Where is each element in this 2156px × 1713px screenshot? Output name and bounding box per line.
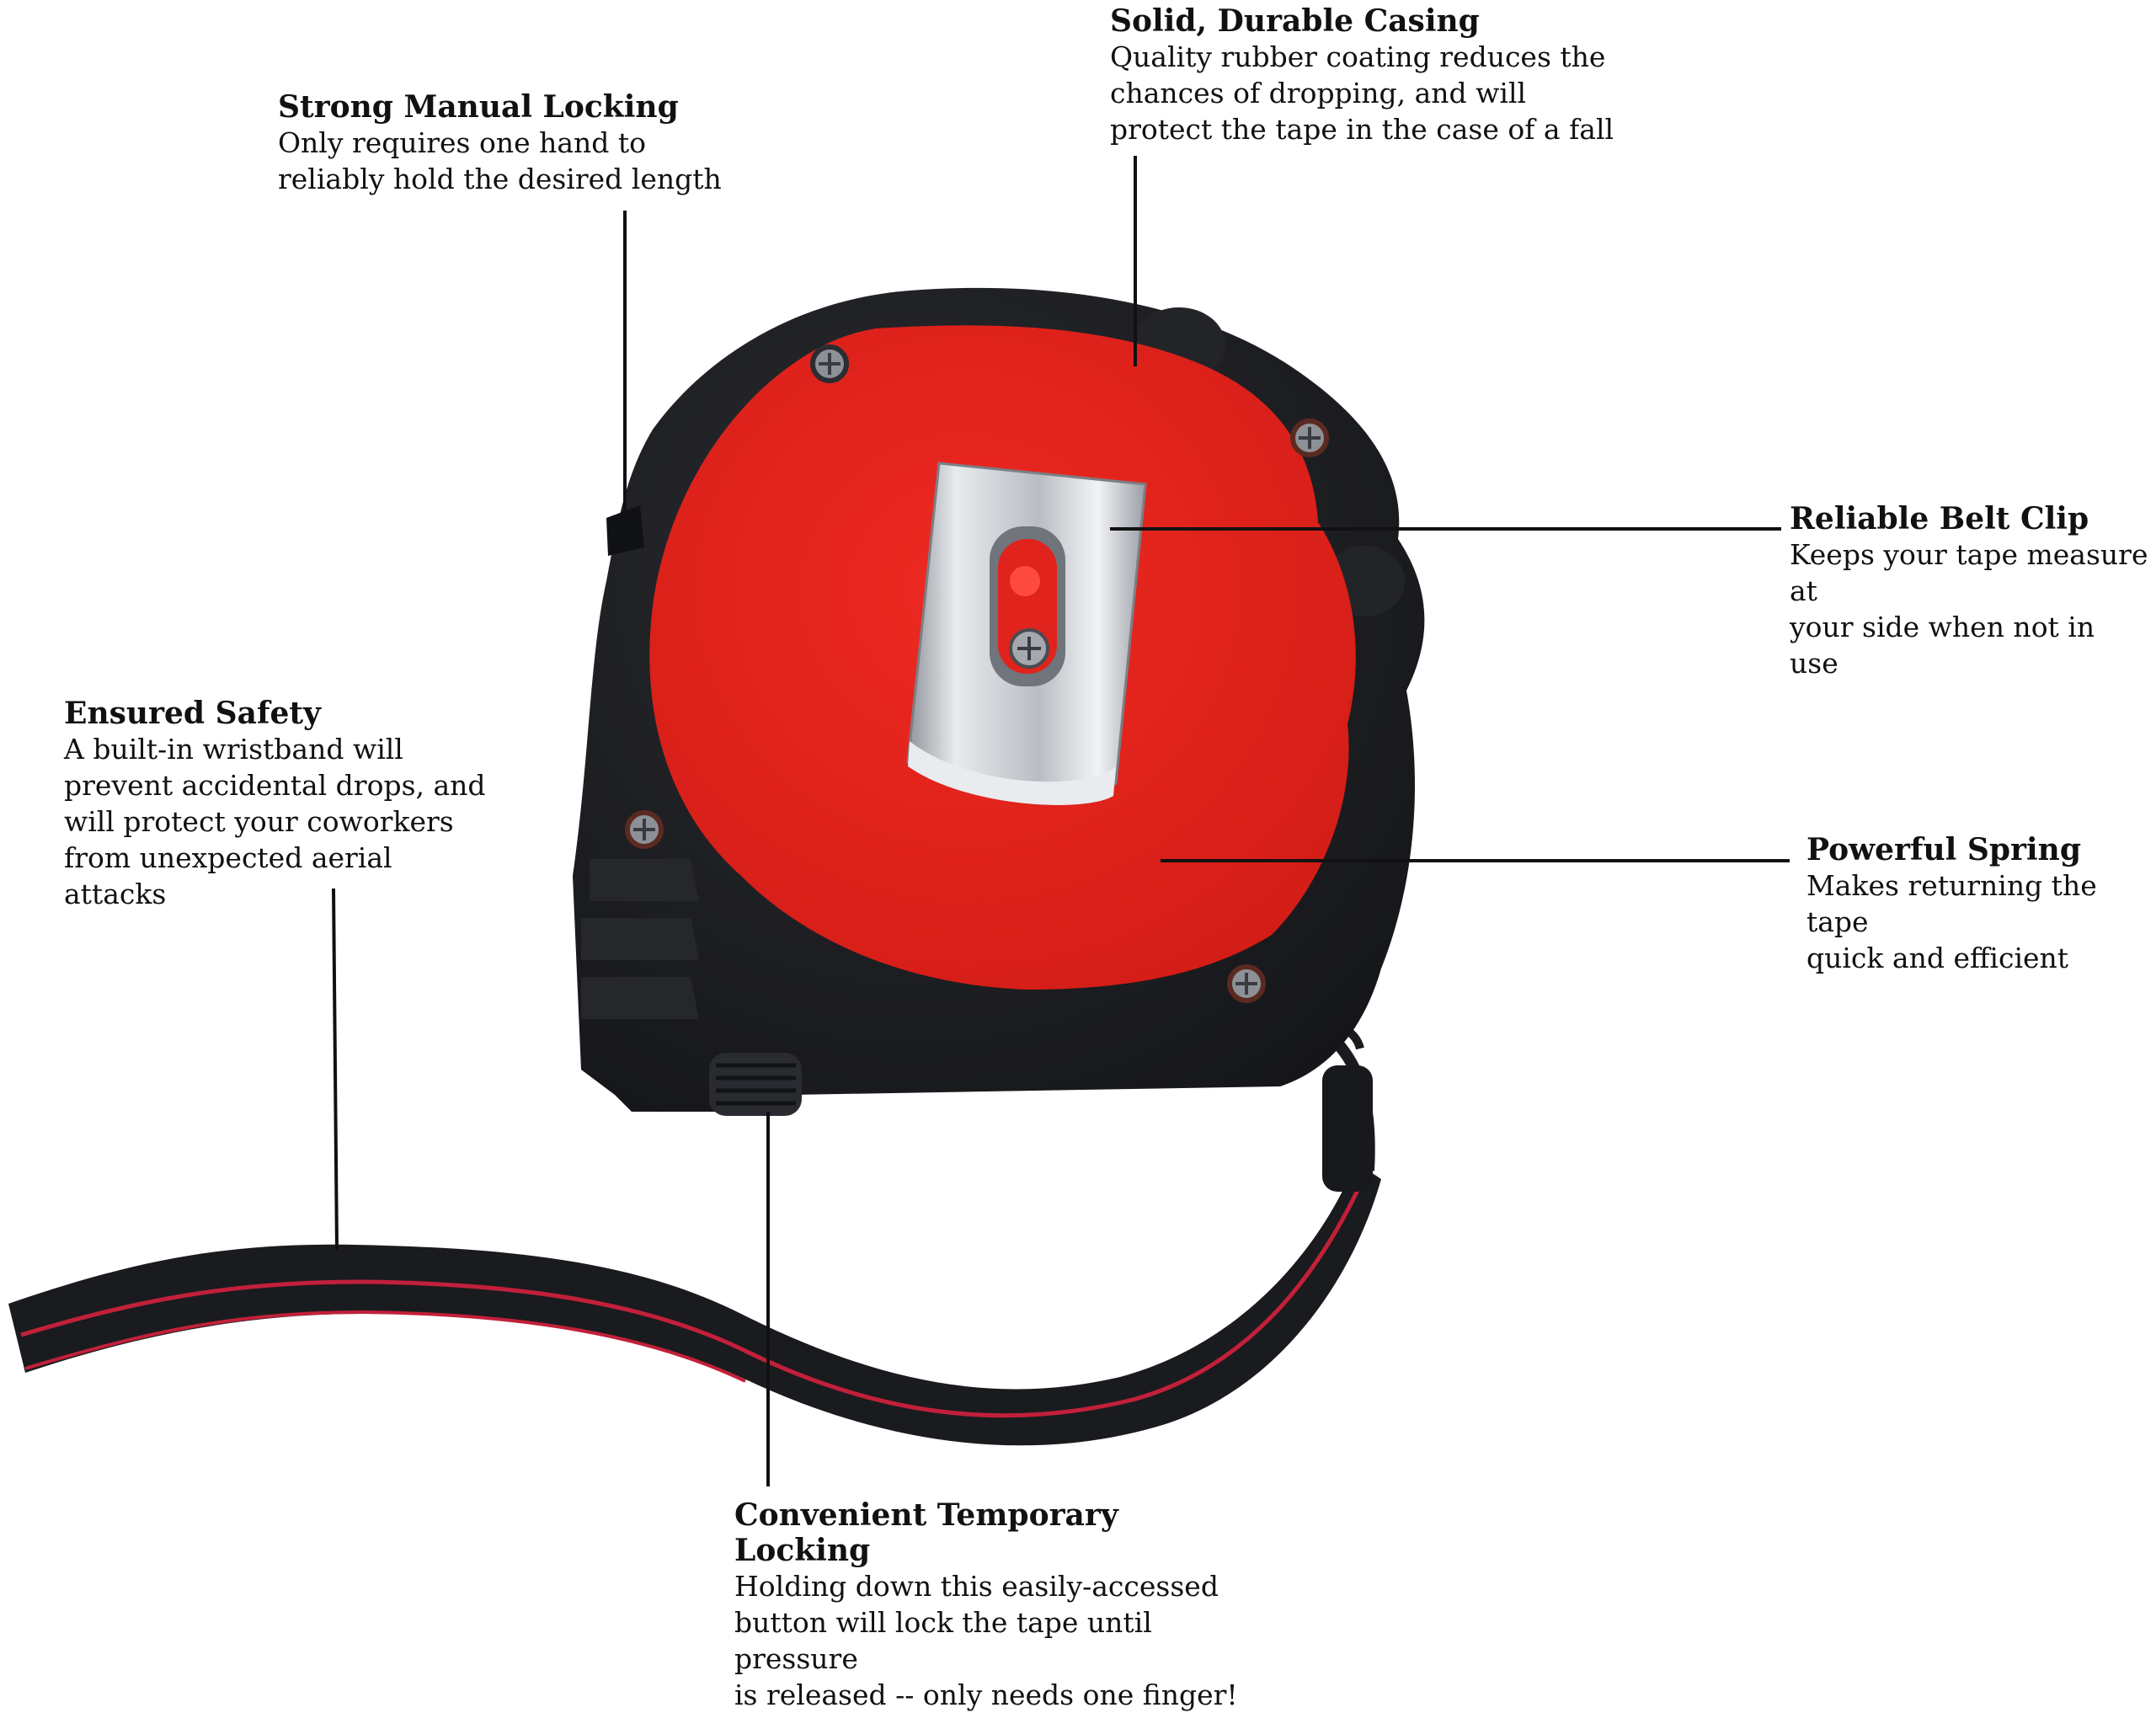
callout-text: is released -- only needs one finger!	[734, 1678, 1238, 1711]
callout-belt-clip: Reliable Belt Clip Keeps your tape measu…	[1790, 501, 2152, 681]
callout-text: Keeps your tape measure at	[1790, 538, 2148, 607]
callout-text: your side when not in use	[1790, 611, 2095, 680]
leader-lines	[332, 156, 1790, 1486]
callout-text: Only requires one hand to	[278, 126, 647, 159]
callout-solid-casing: Solid, Durable Casing Quality rubber coa…	[1110, 3, 1632, 147]
callout-title: Solid, Durable Casing	[1110, 3, 1480, 39]
leader-safety	[332, 888, 339, 1251]
product-feature-diagram: Solid, Durable Casing Quality rubber coa…	[8, 3, 2152, 1711]
callout-manual-locking: Strong Manual Locking Only requires one …	[278, 89, 750, 197]
callout-text: quick and efficient	[1806, 942, 2069, 974]
callout-temporary-locking: Convenient Temporary Locking Holding dow…	[734, 1497, 1257, 1713]
callout-text: Holding down this easily-accessed	[734, 1570, 1219, 1603]
lock-button-icon	[709, 1053, 802, 1116]
callout-text: Quality rubber coating reduces the	[1110, 40, 1606, 73]
callout-text: chances of dropping, and will	[1110, 77, 1527, 109]
callout-text: reliably hold the desired length	[278, 163, 722, 195]
belt-clip-icon	[906, 462, 1147, 805]
callout-powerful-spring: Powerful Spring Makes returning the tape…	[1806, 832, 2152, 976]
callout-text: A built-in wristband will	[64, 733, 403, 766]
callout-title: Reliable Belt Clip	[1790, 501, 2089, 536]
screw-icon	[625, 344, 1329, 1003]
tape-measure-illustration	[8, 156, 1790, 1486]
callout-text: prevent accidental drops, and	[64, 769, 486, 802]
callout-text: will protect your coworkers	[64, 805, 454, 838]
callout-text: button will lock the tape until pressure	[734, 1606, 1152, 1675]
callout-text: from unexpected aerial attacks	[64, 841, 392, 910]
callout-title: Powerful Spring	[1806, 832, 2082, 867]
callout-title: Ensured Safety	[64, 696, 321, 731]
callout-title: Convenient Temporary Locking	[734, 1497, 1118, 1568]
callout-text: protect the tape in the case of a fall	[1110, 113, 1614, 146]
callout-title: Strong Manual Locking	[278, 89, 679, 125]
callout-ensured-safety: Ensured Safety A built-in wristband will…	[64, 696, 502, 912]
callout-text: Makes returning the tape	[1806, 869, 2097, 938]
tape-measure-icon	[573, 287, 1425, 1116]
